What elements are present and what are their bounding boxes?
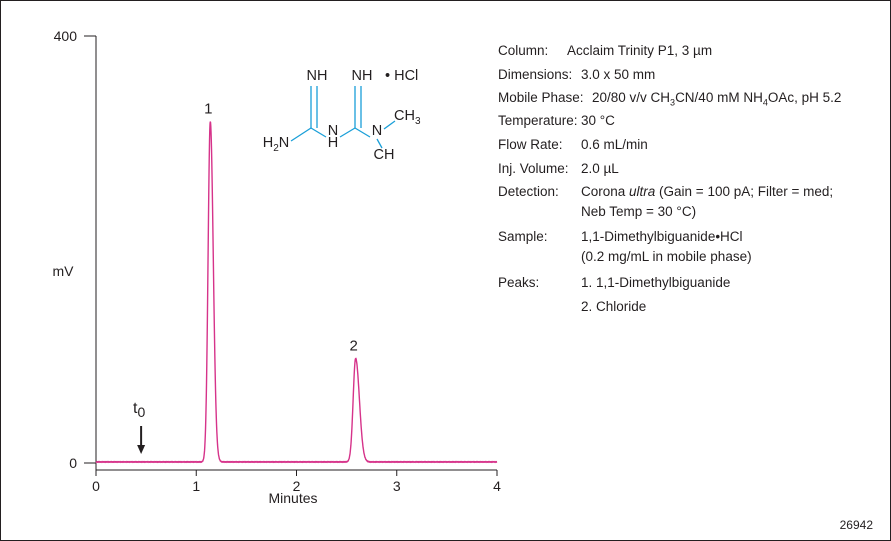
x-tick-label: 2 xyxy=(293,478,301,494)
condition-label: Dimensions: xyxy=(498,67,573,82)
structure-bond xyxy=(339,127,356,138)
y-tick-label: 400 xyxy=(54,28,78,44)
x-tick-label: 3 xyxy=(393,478,401,494)
structure-bond xyxy=(290,127,312,142)
structure-n-middle: N xyxy=(328,123,338,139)
condition-label: Detection: xyxy=(498,184,559,199)
condition-label: Inj. Volume: xyxy=(498,161,569,176)
structure-nh-left: NH xyxy=(307,68,328,84)
t0-label: t0 xyxy=(133,400,145,420)
chromatogram-trace xyxy=(95,121,498,464)
x-tick-label: 4 xyxy=(493,478,501,494)
chemical-structure: NH NH • HCl H2N N H N CH3 CH xyxy=(263,68,421,163)
conditions-flow-rate: Flow Rate: 0.6 mL/min xyxy=(498,136,878,154)
condition-label: Temperature: xyxy=(498,113,578,128)
conditions-temperature: Temperature: 30 °C xyxy=(498,112,878,130)
condition-value: Corona ultra (Gain = 100 pA; Filter = me… xyxy=(581,184,834,199)
condition-label: Flow Rate: xyxy=(498,137,563,152)
structure-bond xyxy=(310,127,327,138)
x-tick-label: 0 xyxy=(92,478,100,494)
condition-value: 20/80 v/v CH3CN/40 mM NH4OAc, pH 5.2 xyxy=(592,90,842,108)
condition-value: 0.6 mL/min xyxy=(581,137,648,152)
conditions-detection: Detection: Corona ultra (Gain = 100 pA; … xyxy=(498,183,883,223)
peak-label: 1 xyxy=(204,100,212,117)
condition-value: 30 °C xyxy=(581,113,615,128)
structure-ch3-top: CH3 xyxy=(394,108,421,127)
t0-arrow-head xyxy=(137,445,146,454)
condition-value: Acclaim Trinity P1, 3 µm xyxy=(567,43,713,58)
structure-nh-right: NH xyxy=(352,68,373,84)
condition-label: Mobile Phase: xyxy=(498,90,584,105)
conditions-mobile-phase: Mobile Phase: 20/80 v/v CH3CN/40 mM NH4O… xyxy=(498,89,883,108)
peak-list-item: 1. 1,1-Dimethylbiguanide xyxy=(581,275,731,290)
x-tick-label: 1 xyxy=(192,478,200,494)
condition-label: Sample: xyxy=(498,229,548,244)
figure-id: 26942 xyxy=(840,518,874,532)
y-axis-label: mV xyxy=(53,263,75,279)
t0-marker: t0 xyxy=(133,400,145,454)
structure-bond xyxy=(383,120,396,130)
condition-value: 3.0 x 50 mm xyxy=(581,67,656,82)
condition-label: Peaks: xyxy=(498,275,540,290)
structure-h-middle: H xyxy=(328,135,338,151)
structure-ch3-bottom: CH xyxy=(374,147,395,163)
structure-h2n: H2N xyxy=(263,135,290,154)
condition-value: 1,1-Dimethylbiguanide•HCl xyxy=(581,229,743,244)
conditions-sample: Sample: 1,1-Dimethylbiguanide•HCl (0.2 m… xyxy=(498,228,883,268)
structure-n-right: N xyxy=(372,123,382,139)
condition-value-line2: (0.2 mg/mL in mobile phase) xyxy=(581,249,752,264)
peak-labels: 12 xyxy=(204,100,358,354)
structure-bond xyxy=(376,138,383,149)
structure-bonds xyxy=(290,86,396,149)
peak-label: 2 xyxy=(349,337,357,354)
structure-salt: • HCl xyxy=(385,68,418,84)
conditions-peaks: Peaks: 1. 1,1-Dimethylbiguanide 2. Chlor… xyxy=(498,274,878,318)
conditions-dimensions: Dimensions: 3.0 x 50 mm xyxy=(498,66,878,84)
conditions-column: Column: Acclaim Trinity P1, 3 µm xyxy=(498,42,878,60)
condition-value-line2: Neb Temp = 30 °C) xyxy=(581,204,697,219)
x-axis-label: Minutes xyxy=(268,490,317,506)
structure-bond xyxy=(354,127,371,138)
y-tick-label: 0 xyxy=(69,455,77,471)
peak-list-item: 2. Chloride xyxy=(581,299,647,314)
conditions-inj-volume: Inj. Volume: 2.0 µL xyxy=(498,160,878,178)
condition-label: Column: xyxy=(498,43,549,58)
condition-value: 2.0 µL xyxy=(581,161,619,176)
